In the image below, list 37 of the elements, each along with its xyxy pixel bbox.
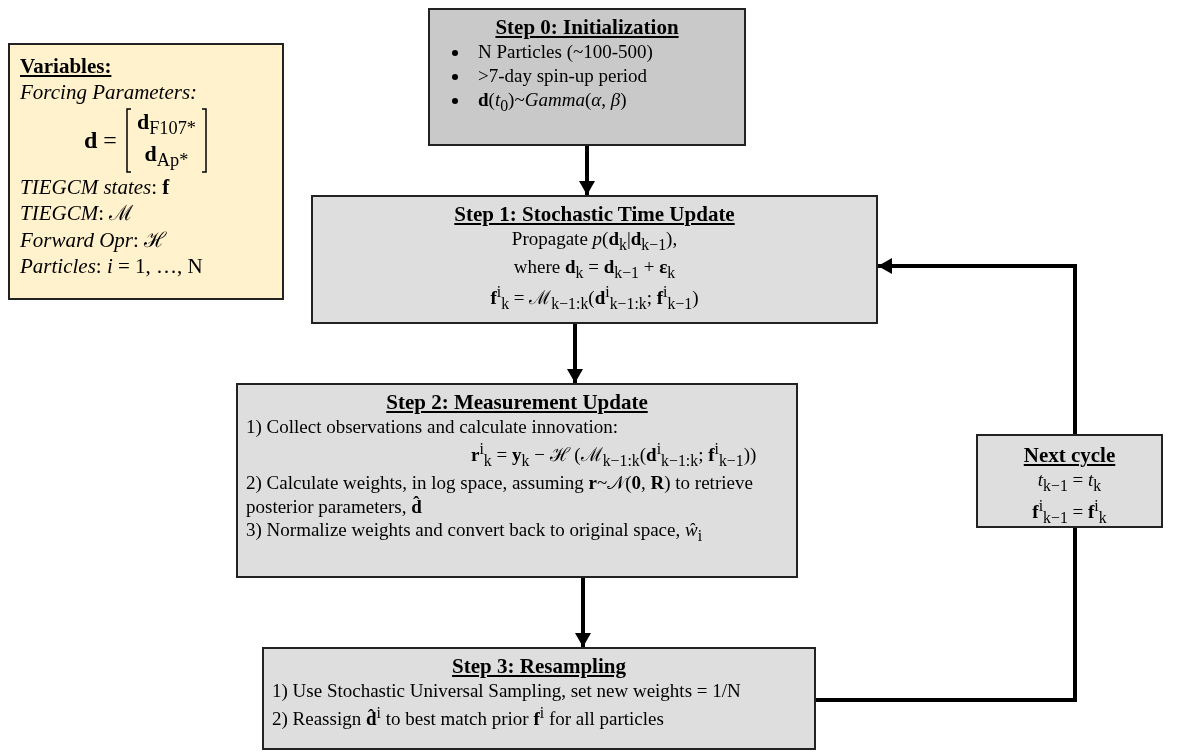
bullet-item: N Particles (~100-500)	[478, 40, 654, 64]
step-text: 1) Use Stochastic Universal Sampling, set new weights = 1/N	[272, 679, 742, 703]
process-box	[428, 8, 746, 146]
process-box	[976, 434, 1163, 528]
arrow	[575, 578, 591, 647]
formula-text: t$_{k−1}$ = t$_{k}$	[1036, 468, 1103, 496]
step-heading: Step 3: Resampling	[451, 653, 627, 680]
matrix-formula: d =	[84, 125, 117, 155]
formula-text: Propagate p(d$_{k}$|d$_{k−1}$),	[510, 227, 679, 255]
step-heading: Step 2: Measurement Update	[385, 389, 649, 416]
variable-label: Forcing Parameters:	[20, 79, 199, 106]
variables-box	[8, 43, 284, 300]
step-text: 3) Normalize weights and convert back to original space, ŵ$_{i}$	[246, 518, 704, 546]
process-box	[236, 383, 798, 578]
step-heading: Step 1: Stochastic Time Update	[453, 201, 736, 228]
variable-label: TIEGCM states: f	[20, 174, 171, 201]
variable-label: TIEGCM: ℳ	[20, 200, 135, 227]
arrow	[579, 146, 595, 195]
variable-label: Forward Opr: ℋ	[20, 226, 168, 253]
bullet-item: >7-day spin-up period	[478, 64, 648, 88]
connector-line	[816, 528, 1077, 702]
formula-text: r$^{i}$$_{k}$ = y$_{k}$ − ℋ (ℳ$_{k−1:k}$(d$^{i}$$_{k−1:k}$; f$^{i}$$_{k−1}$))	[470, 439, 758, 471]
step-text: 1) Collect observations and calculate innovation:	[246, 415, 619, 439]
process-box	[262, 647, 816, 750]
formula-text: f$^{i}$$_{k}$ = ℳ$_{k−1:k}$(d$^{i}$$_{k−1:k}$; f$^{i}$$_{k−1}$)	[489, 282, 700, 315]
bullet-item: d(t$_{0}$)~Gamma(α, β)	[478, 87, 628, 116]
matrix-entry: d$_{Ap*}$	[143, 139, 190, 173]
legend-heading: Variables:	[20, 53, 113, 80]
arrow	[567, 324, 583, 383]
formula-text: where d$_{k}$ = d$_{k−1}$ + ε$_{k}$	[512, 254, 677, 283]
arrow	[878, 258, 1077, 434]
step-heading: Next cycle	[1022, 442, 1117, 469]
process-box	[311, 195, 878, 324]
matrix-entry: d$_{F107*}$	[136, 107, 196, 140]
step-text: 2) Reassign d̂$^{i}$ to best match prior f$^{i}$ for all particles	[272, 703, 665, 732]
variable-label: Particles: i = 1, …, N	[20, 252, 204, 280]
step-heading: Step 0: Initialization	[494, 14, 680, 41]
